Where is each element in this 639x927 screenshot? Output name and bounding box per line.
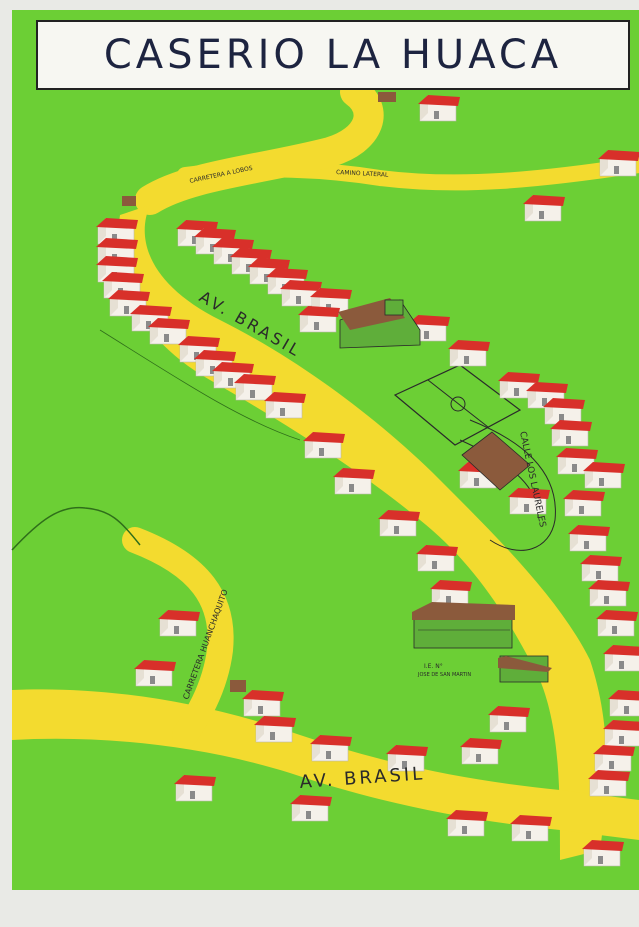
house-icon [510, 815, 552, 842]
school-sublabel: JOSE DE SAN MARTIN [417, 672, 471, 678]
house-icon [174, 775, 216, 802]
house-icon [543, 398, 585, 425]
community-building-icon [461, 431, 531, 491]
house-icon [596, 610, 638, 637]
house-icon [430, 580, 472, 607]
house-icon [418, 95, 460, 122]
house-icon [108, 290, 150, 317]
house-icon [134, 660, 176, 687]
house-icon [448, 340, 490, 367]
house-icon [298, 306, 340, 333]
house-icon [378, 510, 420, 537]
house-icon [310, 735, 352, 762]
mountain-icon [11, 506, 141, 551]
house-icon [588, 580, 630, 607]
house-icon [460, 738, 502, 765]
house-icon [598, 150, 639, 177]
calle-los-laureles-outline [469, 419, 556, 551]
house-icon [234, 374, 276, 401]
house-icon [498, 372, 540, 399]
house-icon [568, 525, 610, 552]
soccer-field-icon [393, 364, 522, 446]
hut-icon [122, 92, 396, 692]
house-icon [148, 318, 190, 345]
label-camino-lateral: CAMINO LATERAL [336, 169, 389, 179]
house-icon [488, 706, 530, 733]
house-icon [280, 280, 322, 307]
av-brasil-lower-road [12, 689, 639, 840]
house-icon [583, 462, 625, 489]
house-icon [593, 745, 635, 772]
house-icon [523, 195, 565, 222]
house-icon [603, 645, 639, 672]
house-icon [264, 392, 306, 419]
house-icon [603, 720, 639, 747]
carretera-a-lobos-road [135, 77, 384, 215]
house-icon [303, 432, 345, 459]
houses-layer [96, 95, 639, 867]
house-icon [608, 690, 639, 717]
house-icon [446, 810, 488, 837]
path-line [99, 329, 301, 441]
house-icon [416, 545, 458, 572]
house-icon [563, 490, 605, 517]
church-icon [338, 298, 421, 349]
title-box: CASERIO LA HUACA [36, 20, 630, 90]
house-icon [550, 420, 592, 447]
school-label: I.E. N° [424, 663, 443, 670]
house-icon [290, 795, 332, 822]
house-icon [588, 770, 630, 797]
house-icon [386, 745, 428, 772]
house-icon [242, 690, 284, 717]
map-title: CASERIO LA HUACA [103, 32, 563, 78]
carretera-huanchaquito-road [122, 527, 234, 748]
house-icon [254, 716, 296, 743]
house-icon [508, 488, 550, 515]
poster-bottom-margin [12, 890, 639, 927]
house-icon [158, 610, 200, 637]
house-icon [333, 468, 375, 495]
school-icon [412, 602, 552, 683]
house-icon [580, 555, 622, 582]
house-icon [582, 840, 624, 867]
